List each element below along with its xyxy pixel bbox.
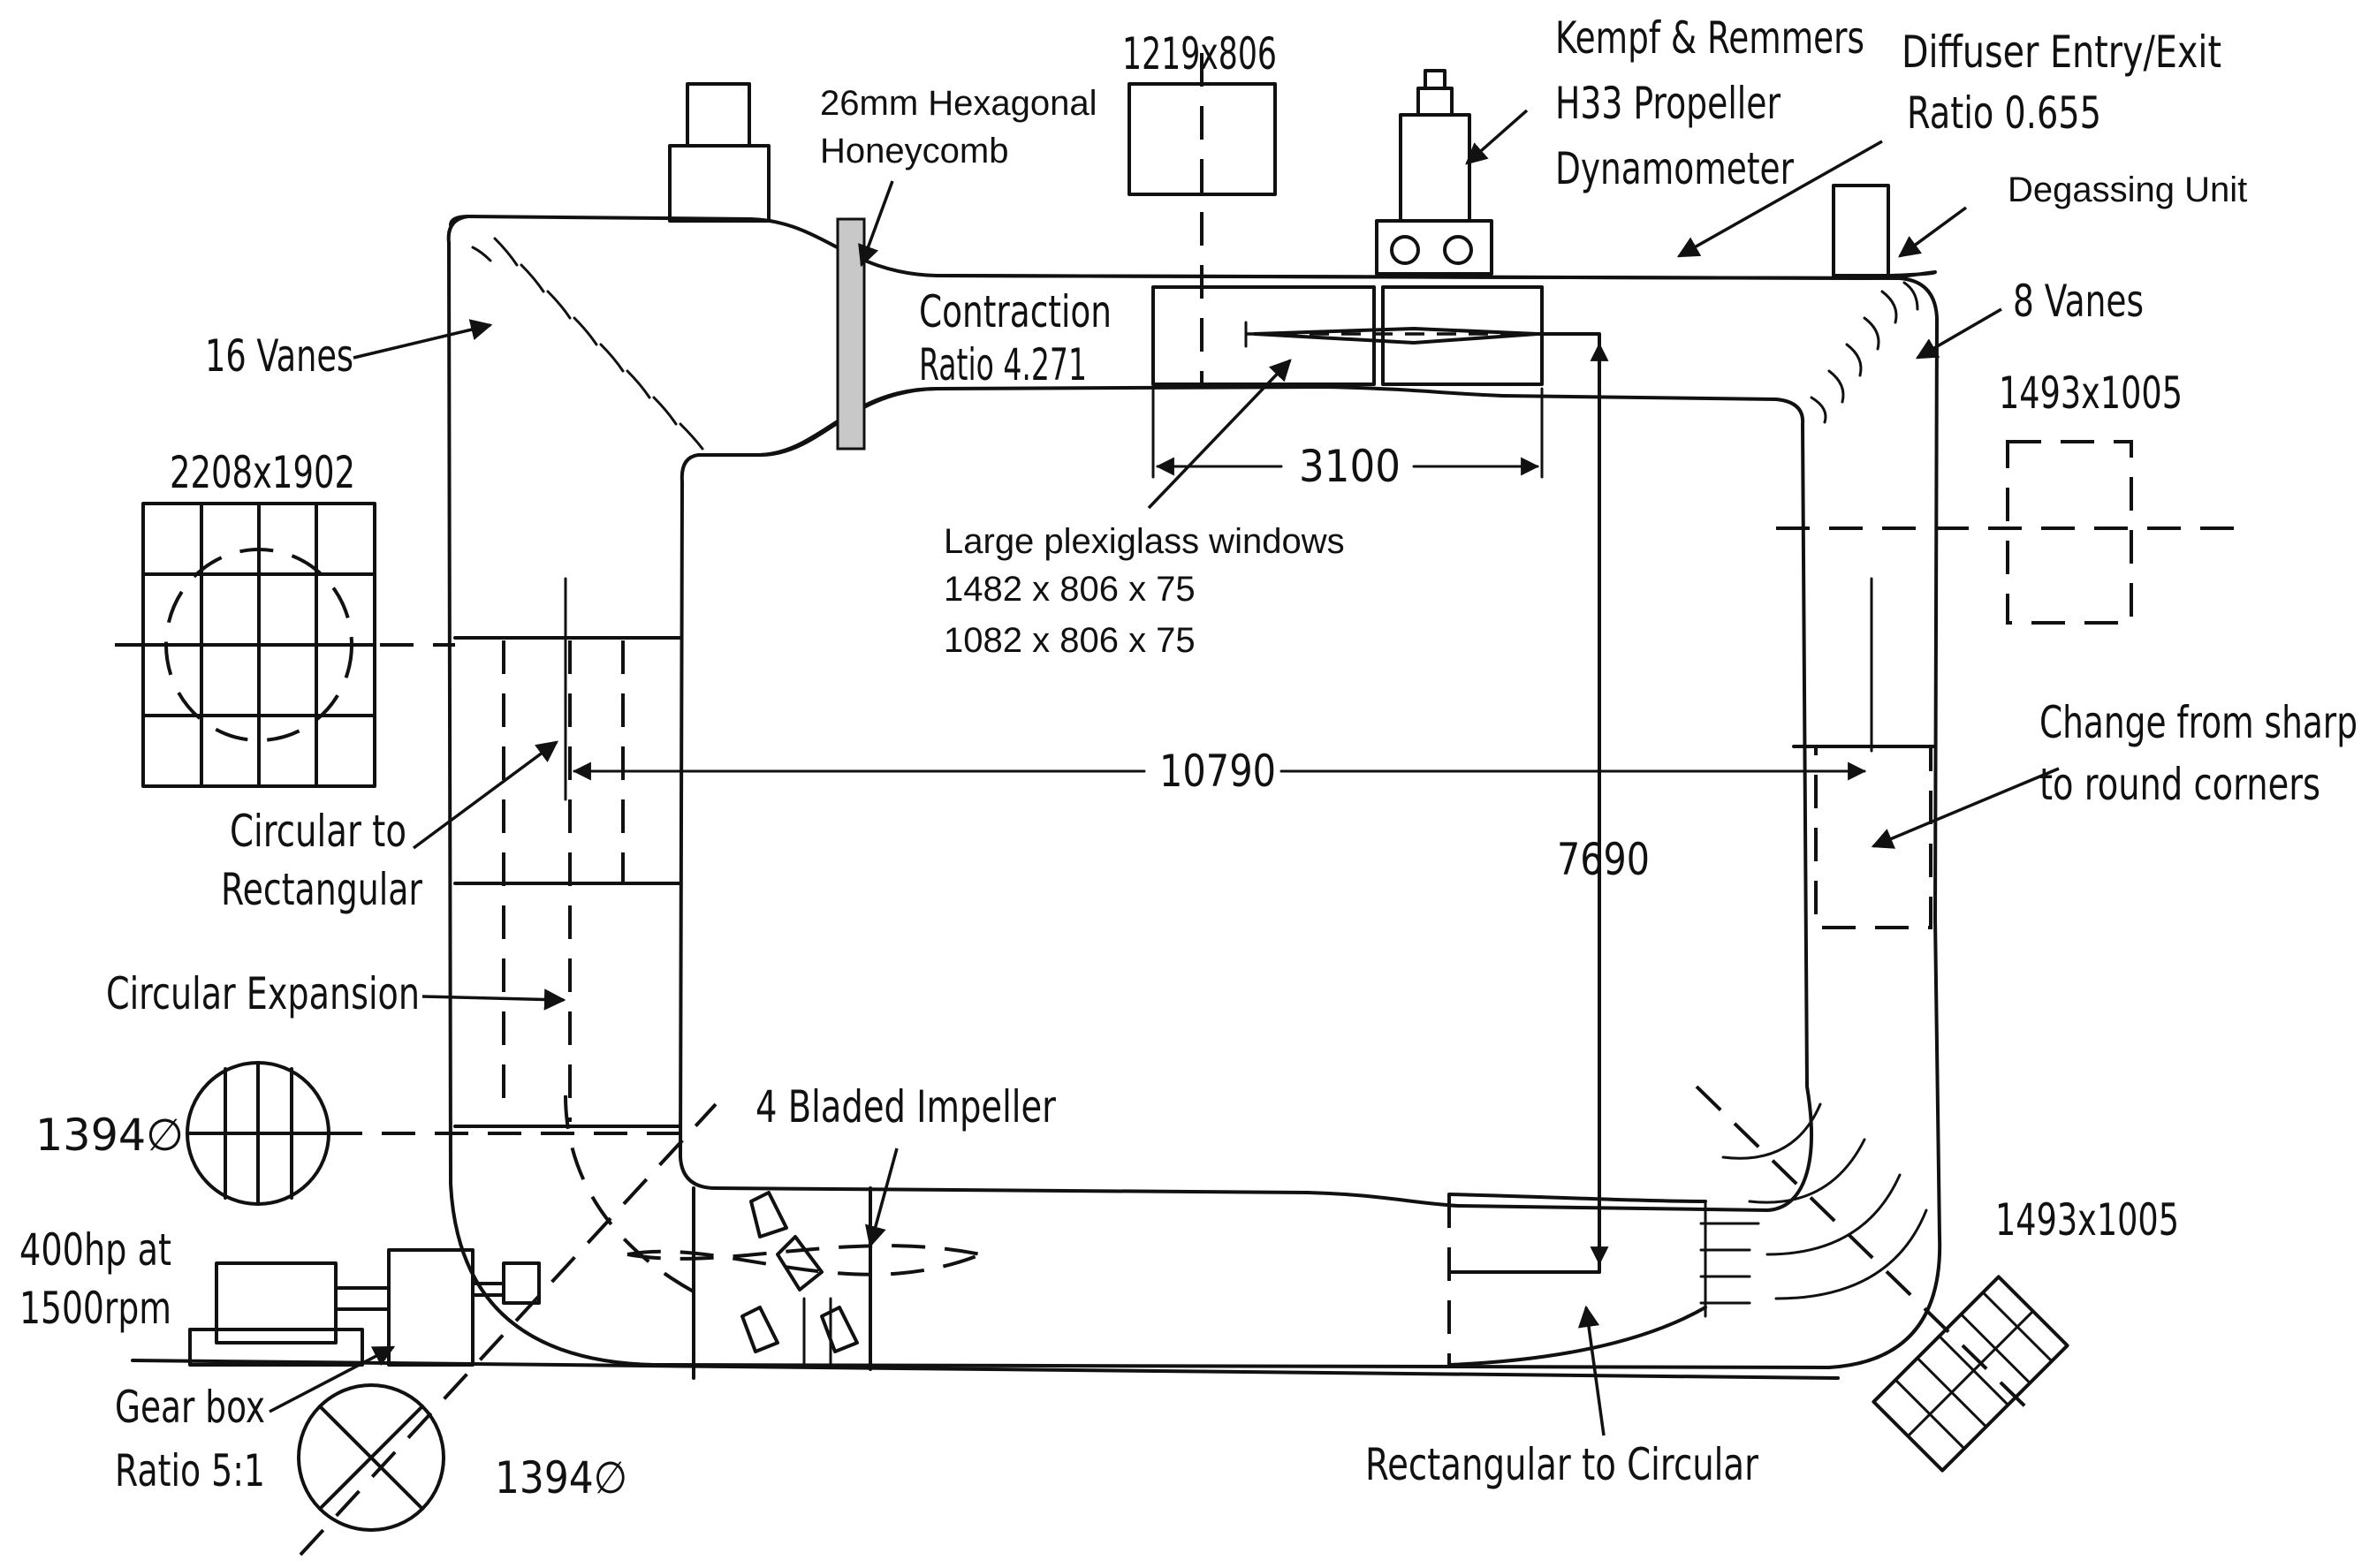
impeller [626, 1186, 982, 1380]
dynamometer [1375, 69, 1493, 276]
corner-axis-line [1695, 1085, 2034, 1415]
honeycomb-screen [836, 217, 866, 451]
label-gearbox-1: Gear box [115, 1382, 265, 1433]
pipe-cross-section-bottom [297, 1383, 445, 1532]
label-diffuser-1: Diffuser Entry/Exit [1902, 27, 2221, 78]
label-dynamometer-2: H33 Propeller [1555, 78, 1781, 129]
label-motor-2: 1500rpm [19, 1283, 171, 1334]
pipe-cross-section-left [186, 1061, 680, 1206]
label-height: 7690 [1557, 834, 1650, 885]
left-leg-sections [453, 577, 708, 1300]
label-windows-length: 3100 [1299, 441, 1401, 492]
label-circ-expansion: Circular Expansion [106, 968, 420, 1019]
label-circ-rect-1: Circular to [230, 806, 406, 857]
label-gearbox-2: Ratio 5:1 [115, 1445, 265, 1496]
label-circ-rect-2: Rectangular [221, 864, 422, 915]
label-pipe-dia-bottom: 1394∅ [495, 1452, 627, 1504]
label-rect-circ: Rectangular to Circular [1365, 1439, 1758, 1490]
label-impeller: 4 Bladed Impeller [755, 1081, 1056, 1132]
arrow-circ-rect [412, 740, 558, 850]
degassing-unit [1832, 184, 1890, 277]
arrow-dynamometer [1465, 109, 1529, 165]
label-honeycomb-1: 26mm Hexagonal [820, 84, 1097, 123]
arrow-impeller [864, 1148, 899, 1248]
label-sharp-round-2: to round corners [2039, 759, 2320, 810]
label-settling-dim: 2208x1902 [170, 447, 355, 498]
label-contraction-2: Ratio 4.271 [919, 339, 1087, 390]
label-length: 10790 [1159, 746, 1276, 797]
label-16-vanes: 16 Vanes [205, 330, 353, 382]
settling-cross-section [115, 502, 455, 788]
gear-box [387, 1248, 475, 1367]
sharp-round-box [1792, 745, 1937, 929]
arrow-degassing [1898, 206, 1968, 258]
impeller-axis-line [299, 1102, 718, 1557]
label-sharp-round-1: Change from sharp [2039, 697, 2358, 748]
label-degassing: Degassing Unit [2008, 170, 2247, 209]
label-test-section-dim: 1219x806 [1122, 28, 1277, 80]
arrow-gearbox [269, 1345, 396, 1413]
label-windows-2: 1482 x 806 x 75 [944, 570, 1196, 609]
label-honeycomb-2: Honeycomb [820, 132, 1008, 170]
test-section-cross-section [1128, 53, 1277, 389]
arrow-diffuser [1676, 140, 1883, 258]
label-motor-1: 400hp at [19, 1224, 171, 1276]
label-diffuser-2: Ratio 0.655 [1907, 87, 2101, 139]
diffuser-cross-section-top [1776, 440, 2236, 753]
vanes-8-top-right [1810, 281, 1919, 424]
label-dynamometer-3: Dynamometer [1555, 143, 1794, 194]
label-dynamometer-1: Kempf & Remmers [1555, 12, 1864, 64]
corner-cross-section-bottom [1872, 1275, 2069, 1473]
arrow-honeycomb [858, 180, 894, 268]
settling-tank-top-box [668, 82, 771, 223]
vanes-16-top-left [471, 237, 704, 451]
drive-train [131, 1248, 1840, 1380]
arrow-circ-expansion [421, 989, 566, 1011]
arrow-rect-circ [1577, 1305, 1606, 1436]
arrow-8-vanes [1915, 307, 2002, 360]
label-contraction-1: Contraction [919, 286, 1112, 337]
label-pipe-dia-left: 1394∅ [35, 1110, 184, 1161]
label-corner-dim-bottom: 1493x1005 [1995, 1194, 2179, 1246]
label-diffuser-dim-top: 1493x1005 [1999, 367, 2183, 419]
arrow-sharp-round [1871, 767, 2060, 849]
label-windows-1: Large plexiglass windows [944, 522, 1345, 561]
label-8-vanes: 8 Vanes [2013, 276, 2144, 327]
rect-to-circ-transition [1447, 1193, 1707, 1367]
arrow-windows [1147, 359, 1292, 510]
dimension-3100 [1151, 387, 1544, 479]
label-windows-3: 1082 x 806 x 75 [944, 621, 1196, 660]
arrow-16-vanes [353, 319, 493, 360]
motor [215, 1261, 338, 1345]
